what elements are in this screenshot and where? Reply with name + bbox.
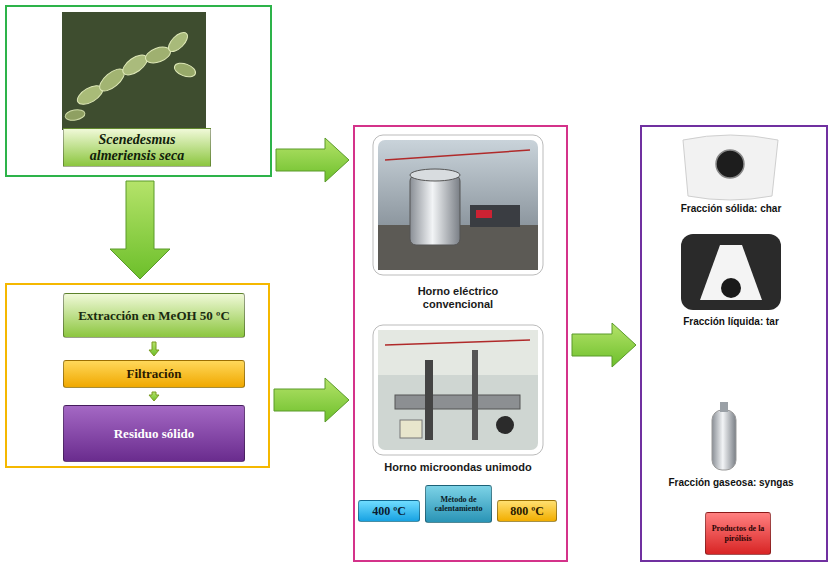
flow-arrow [572,323,636,367]
fraction-label: Fracción gaseosa: syngas [668,477,793,488]
pretreatment-panel: Extracción en MeOH 50 ºC FiltraciónResidu… [5,283,270,468]
heating-panel: Horno eléctrico convencionalHorno microo… [353,125,568,562]
tar-photo [681,234,781,310]
furnace-card: Horno eléctrico convencional [368,133,548,311]
products-panel: Productos de la pirólisis [640,125,828,562]
process-box: Residuo sólido [63,405,245,462]
flow-arrow [149,342,159,356]
fraction-label: Fracción líquida: tar [683,316,779,327]
sample-panel: Scenedesmus almeriensis seca [5,5,272,177]
flow-arrow [274,378,349,422]
furnace-card: Horno microondas unimodo [368,323,548,474]
char-photo [683,135,778,200]
products-box: Productos de la pirólisis [705,512,771,555]
box-label: 400 ºC [372,504,406,519]
gas-cylinder [712,402,736,470]
caption-text: Horno eléctrico convencional [402,285,514,311]
fraction-label: Fracción sólida: char [681,203,782,214]
caption-text: Horno microondas unimodo [372,461,544,474]
temperature-box: 400 ºC [358,500,420,522]
furnace-photo [373,135,543,275]
box-label: Productos de la pirólisis [709,524,767,542]
caption-text: Scenedesmus almeriensis seca [63,128,211,167]
flow-arrow [276,138,349,182]
process-box: Extracción en MeOH 50 ºC [63,293,245,338]
process-box: Filtración [63,360,245,388]
method-box: Método de calentamiento [425,485,492,523]
temperature-box: 800 ºC [497,500,557,522]
box-label: Residuo sólido [114,426,195,442]
microwave-photo [373,325,543,455]
box-label: Filtración [127,366,182,382]
box-label: Método de calentamiento [429,495,488,513]
flow-arrow [149,392,159,401]
box-label: 800 ºC [510,504,544,519]
sem-micrograph [62,12,206,130]
flow-arrow [110,181,170,279]
box-label: Extracción en MeOH 50 ºC [78,308,230,324]
